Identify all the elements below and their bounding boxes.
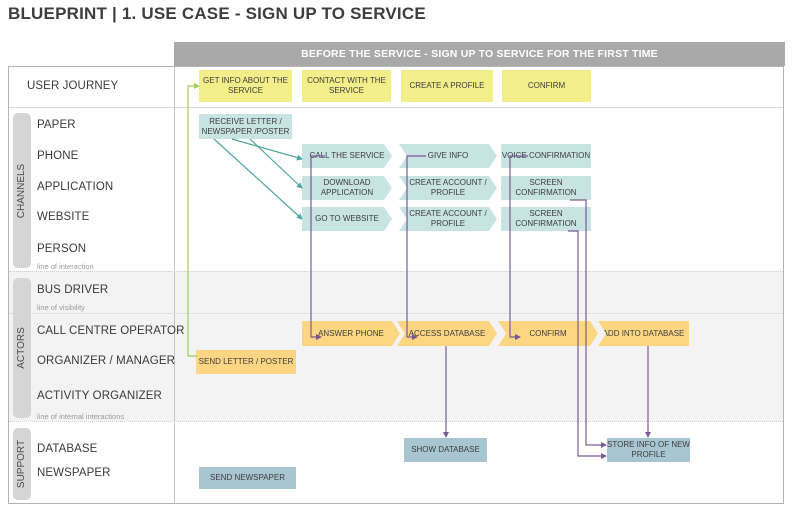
channel-voice-confirmation: VOICE CONFIRMATION xyxy=(501,144,591,168)
actor-access-database: ACCESS DATABASE xyxy=(397,321,497,346)
note-line-of-internal-interactions: line of internal interactions xyxy=(37,412,125,421)
phase-header: BEFORE THE SERVICE - SIGN UP TO SERVICE … xyxy=(174,42,785,66)
channel-create-account-app: CREATE ACCOUNT / PROFILE xyxy=(399,176,497,200)
lane-call-centre-operator: CALL CENTRE OPERATOR xyxy=(37,325,185,337)
journey-contact: CONTACT WITH THE SERVICE xyxy=(302,70,391,102)
journey-confirm: CONFIRM xyxy=(502,70,591,102)
channels-group-bar xyxy=(13,113,31,268)
page-title: BLUEPRINT | 1. USE CASE - SIGN UP TO SER… xyxy=(8,4,426,23)
support-store-info: STORE INFO OF NEW PROFILE xyxy=(607,438,690,462)
journey-create-profile: CREATE A PROFILE xyxy=(401,70,493,102)
lane-newspaper: NEWSPAPER xyxy=(37,467,111,479)
journey-get-info: GET INFO ABOUT THE SERVICE xyxy=(199,70,292,102)
channel-receive-letter: RECEIVE LETTER / NEWSPAPER /POSTER xyxy=(199,114,292,139)
actor-confirm: CONFIRM xyxy=(498,321,598,346)
support-group-bar xyxy=(13,428,31,500)
line-of-interaction xyxy=(9,271,783,272)
channel-create-account-web: CREATE ACCOUNT / PROFILE xyxy=(399,207,497,231)
lane-website: WEBSITE xyxy=(37,211,90,223)
actor-send-letter-poster: SEND LETTER / POSTER xyxy=(196,350,296,374)
support-send-newspaper: SEND NEWSPAPER xyxy=(199,467,296,489)
lane-phone: PHONE xyxy=(37,150,79,162)
lane-organizer-manager: ORGANIZER / MANAGER xyxy=(37,355,175,367)
blueprint-frame xyxy=(8,66,784,504)
line-of-internal-interactions xyxy=(9,421,783,422)
channel-download-application: DOWNLOAD APPLICATION xyxy=(302,176,392,200)
channel-screen-confirmation-app: SCREEN CONFIRMATION xyxy=(501,176,591,200)
separator-journey xyxy=(9,107,783,108)
line-of-visibility xyxy=(9,313,783,314)
actor-add-into-database: ADD INTO DATABASE xyxy=(598,321,689,346)
actors-group-bar xyxy=(13,278,31,418)
support-group-label: SUPPORT xyxy=(16,439,27,489)
channel-go-to-website: GO TO WEBSITE xyxy=(302,207,392,231)
note-line-of-interaction: line of interaction xyxy=(37,262,94,271)
lane-user-journey: USER JOURNEY xyxy=(27,80,119,92)
channels-group-label: CHANNELS xyxy=(16,163,27,219)
lane-bus-driver: BUS DRIVER xyxy=(37,284,109,296)
channel-call-service: CALL THE SERVICE xyxy=(302,144,392,168)
channel-screen-confirmation-web: SCREEN CONFIRMATION xyxy=(501,207,591,231)
actors-band xyxy=(9,271,783,421)
lane-paper: PAPER xyxy=(37,119,76,131)
lane-person: PERSON xyxy=(37,243,87,255)
actor-answer-phone: ANSWER PHONE xyxy=(302,321,400,346)
actors-group-label: ACTORS xyxy=(16,327,27,369)
lane-activity-organizer: ACTIVITY ORGANIZER xyxy=(37,390,162,402)
channel-give-info: GIVE INFO xyxy=(399,144,497,168)
note-line-of-visibility: line of visibility xyxy=(37,303,85,312)
lane-divider xyxy=(174,66,175,504)
lane-database: DATABASE xyxy=(37,443,98,455)
lane-application: APPLICATION xyxy=(37,181,114,193)
support-show-database: SHOW DATABASE xyxy=(404,438,487,462)
